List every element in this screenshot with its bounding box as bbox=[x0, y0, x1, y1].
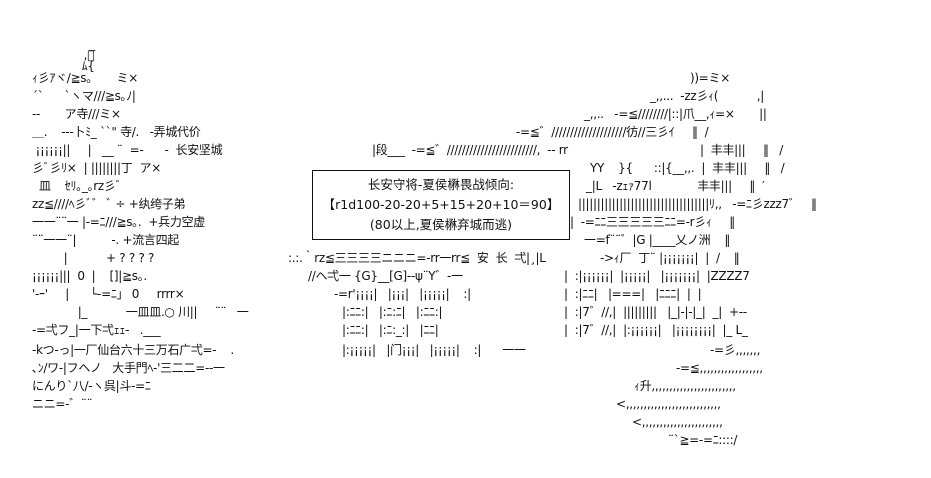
art-line-right: -=≦,,,,,,,,,,,,,,,,,, bbox=[676, 361, 763, 375]
art-line-left: ¡¡¡¡¡¡||| 0 | []|≧s｡. bbox=[32, 269, 147, 283]
stats-box-formula: 【r1d100-20-20+5+15+20+10＝90】 bbox=[322, 197, 560, 212]
art-line-right: | :|ﾆﾆ| |===| |ﾆﾆﾆ| | | bbox=[564, 287, 702, 301]
art-line-right: |||||||||||||||||||||||||||||||||||ﾘ,, -… bbox=[578, 197, 817, 211]
art-line-left: -kつ-っ|一厂仙台六十三万石广弌=- . bbox=[32, 343, 234, 357]
art-line-right: 一=f¨¨゛|G |____乂ノ洲 ‖ bbox=[584, 233, 731, 247]
art-line-left: ¨¨一一¨| -. +流言四起 bbox=[32, 233, 180, 247]
stats-box-title: 长安守将-夏侯楙畏战倾向: bbox=[367, 177, 515, 192]
art-line-right: | 丰丰||| ‖ / bbox=[700, 143, 783, 157]
art-line-center: |段___ -=≦゛////////////////////////, -- r… bbox=[372, 143, 568, 157]
art-line-left: ､ﾝ/ワ-|フヘノ 大手門ﾍ-'三二二=--一 bbox=[32, 361, 225, 375]
art-line-left: 一一¨¨一 |-=ﾆ///≧s｡. +兵力空虚 bbox=[32, 215, 205, 229]
art-line-left: zz≦////ﾍ彡ﾞ゛ ﾞ ÷ +纨绔子弟 bbox=[32, 197, 186, 211]
art-line-right: _|L -zｪｧ77l 丰丰||| ‖ ′ bbox=[586, 179, 765, 193]
art-line-right: | :|7゛//,| |:¡¡¡¡¡¡| |¡¡¡¡¡¡¡¡| |_ L_ bbox=[564, 323, 748, 337]
art-line-left: にんり`八/-ヽ呉|斗-=ﾆ bbox=[32, 379, 151, 393]
art-line-right: | :|7゛//,| ||||||||| |_|-|-|_| _| +-- bbox=[564, 305, 747, 319]
art-line-right: ))=ミ× bbox=[690, 71, 730, 85]
art-line-left: ｨ彡ｱヾ/≧s｡ ミ× bbox=[32, 71, 139, 85]
art-line-left: ＿. ---卜ﾐ_ ``" 寺/. -弄城代价 bbox=[32, 125, 201, 139]
art-line-right: ->ｨ厂 丁¨ |¡¡¡¡¡¡¡| | / ‖ bbox=[600, 251, 740, 265]
art-line-left: ニニ=-゛¨¨ bbox=[32, 397, 93, 411]
art-line-center: -=r'¡¡¡¡| |¡¡¡| |¡¡¡¡¡| :| bbox=[334, 287, 471, 301]
art-line-left: 皿 ｾﾘ｡_｡rz彡゛ bbox=[32, 179, 128, 193]
art-line-right: <,,,,,,,,,,,,,,,,,,,,,,,,,,, bbox=[616, 397, 721, 411]
art-line-right: <,,,,,,,,,,,,,,,,,,,,,,, bbox=[632, 415, 723, 429]
art-line-right: ｨ升,,,,,,,,,,,,,,,,,,,,,,,, bbox=[634, 379, 736, 393]
art-line-right: _,,.. -=≦////////|::|爪__,ｨ=× || bbox=[584, 107, 767, 121]
art-line-left: _ bbox=[68, 37, 95, 51]
art-line-center: |:ﾆﾆ:| |:ﾆ:_:| |ﾆﾆ| bbox=[342, 323, 439, 337]
art-line-right: | -=ﾆﾆ三三三三三ﾆﾆ=-r彡ｨ ‖ bbox=[570, 215, 735, 229]
art-line-right: ¨`≧=-=ﾆ::::/ bbox=[668, 433, 738, 447]
art-line-left: ﾑ{ bbox=[64, 59, 95, 73]
art-line-left: '-ｰ' | └-=ﾆ」 0 rrrr× bbox=[32, 287, 185, 301]
art-line-right: -=彡,,,,,,, bbox=[710, 343, 761, 357]
art-line-left: ,ﾞ bbox=[66, 48, 95, 62]
art-line-right: _,,... -zz彡ｨ( ,| bbox=[650, 89, 765, 103]
art-line-center: //ヘ弌一 {G}__[G]--ψ¨Y゛-一 bbox=[308, 269, 463, 283]
art-line-right: | :|¡¡¡¡¡¡| |¡¡¡¡¡| |¡¡¡¡¡¡¡| |ZZZZ7 bbox=[564, 269, 750, 283]
art-line-left: 彡ﾞ彡ﾘ× | ||||||||丁 ア× bbox=[32, 161, 161, 175]
art-line-right: YY }{ ::|{__,,. | 丰丰||| ‖ / bbox=[590, 161, 785, 175]
stats-box: 长安守将-夏侯楙畏战倾向: 【r1d100-20-20+5+15+20+10＝9… bbox=[312, 170, 570, 240]
art-line-left: ´` `ヽマ///≧s｡ﾉ| bbox=[32, 89, 136, 103]
art-line-left: |_ 一皿皿.○ 川|| ¨¨ 一 bbox=[32, 305, 249, 319]
art-line-left: -- ア寺///ミ× bbox=[32, 107, 121, 121]
art-line-center: |:ﾆﾆ:| |:ﾆ:ﾆ| |:ﾆﾆ:| bbox=[342, 305, 443, 319]
art-line-left: -=弌フ_|一下弌ｪｪ- .___ bbox=[32, 323, 161, 337]
art-line-center: :.:.｀rz≦三三三三ニニニ=-rr一rr≦ 安 长 弌|¸|L bbox=[288, 251, 546, 265]
art-line-right: -=≦゛////////////////////彷//三彡ｲ ‖ / bbox=[516, 125, 709, 139]
art-line-left: | + ? ? ? ? bbox=[32, 251, 155, 265]
stats-box-note: (80以上,夏侯楙弃城而逃) bbox=[369, 217, 513, 232]
art-line-left: ¡¡¡¡¡¡|| | __ ¨ =- - 长安坚城 bbox=[32, 143, 223, 157]
art-line-center: |:¡¡¡¡¡| |门¡¡¡| |¡¡¡¡¡| :| 一一 bbox=[342, 343, 526, 357]
